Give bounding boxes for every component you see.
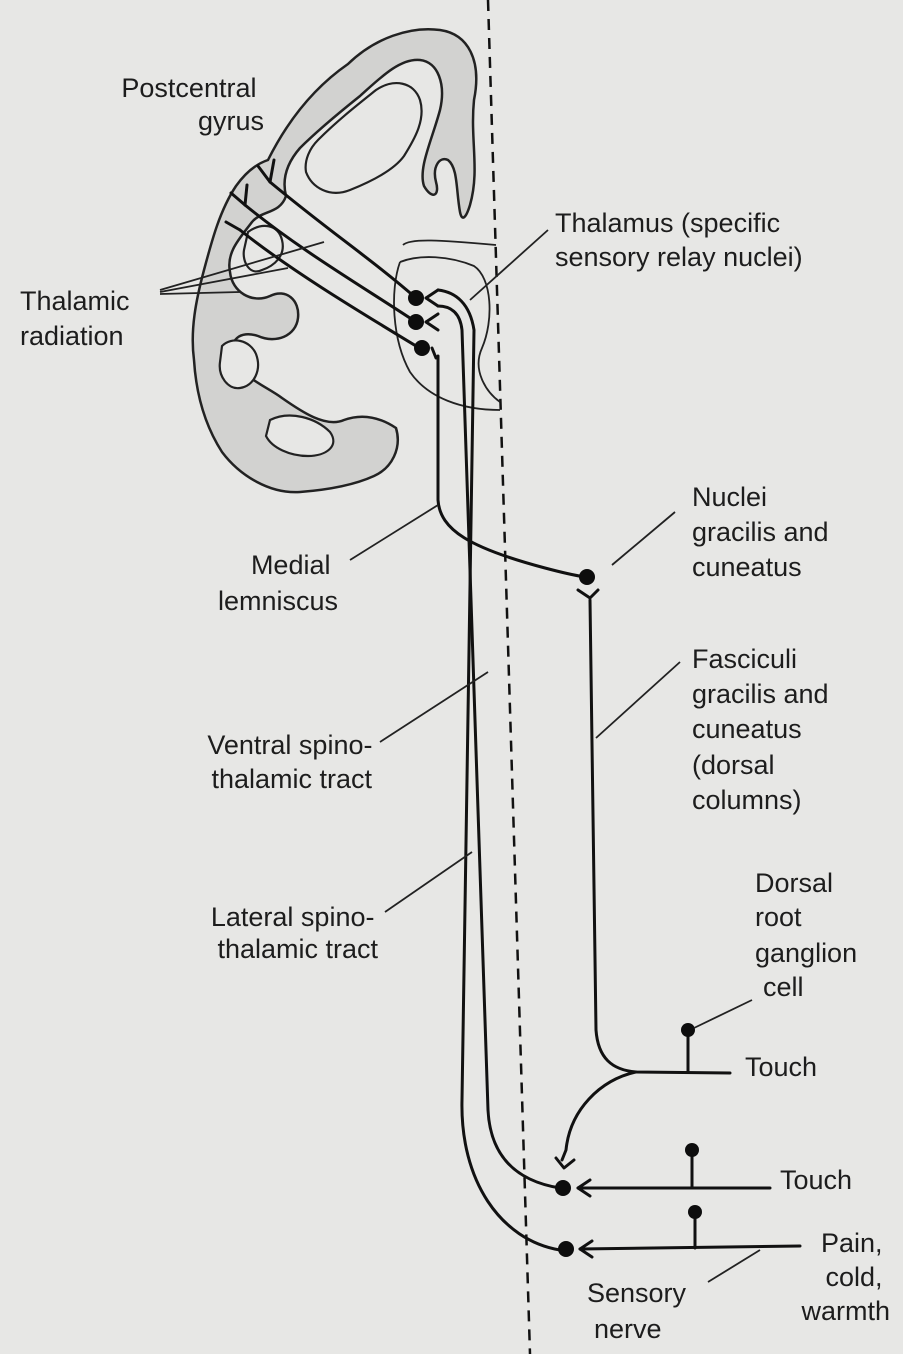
- nuclei-gracilis-synapse: [578, 590, 598, 598]
- label-ventral-spinothalamic: Ventral spino- thalamic tract: [207, 730, 380, 794]
- leader-sensory-nerve: [708, 1250, 760, 1282]
- drg-cell-3: [688, 1205, 702, 1219]
- label-pain: Pain, cold, warmth: [800, 1228, 890, 1326]
- leader-fasciculi: [596, 662, 680, 738]
- label-drg-cell: Dorsal root ganglion cell: [755, 868, 865, 1002]
- pain-nerve: [580, 1246, 800, 1249]
- drg-cell-2: [685, 1143, 699, 1157]
- leader-lateral-spinothalamic: [385, 852, 472, 912]
- label-sensory-nerve: Sensory nerve: [587, 1278, 694, 1344]
- ventral-spinothalamic-tract: [438, 306, 560, 1188]
- midline-dashed: [488, 0, 530, 1354]
- thalamic-synapse-2: [426, 314, 438, 330]
- medial-lemniscus-tract: [438, 356, 585, 577]
- thalamic-neuron-1: [408, 290, 424, 306]
- touch-collateral: [556, 1072, 636, 1168]
- label-thalamus: Thalamus (specific sensory relay nuclei): [555, 208, 803, 272]
- spinothalamic-neuron-touch: [555, 1180, 571, 1196]
- thalamic-synapse-1: [426, 290, 438, 306]
- label-nuclei-gracilis: Nuclei gracilis and cuneatus: [692, 482, 836, 582]
- label-fasciculi: Fasciculi gracilis and cuneatus (dorsal …: [692, 644, 836, 815]
- leader-drg: [694, 1000, 752, 1028]
- thalamic-neuron-3: [414, 340, 430, 356]
- lateral-spinothalamic-tract: [438, 290, 560, 1250]
- spinothalamic-neuron-pain: [558, 1241, 574, 1257]
- leader-medial-lemniscus: [350, 505, 438, 560]
- label-postcentral-gyrus: Postcentral gyrus: [121, 73, 264, 136]
- leader-ventral-spinothalamic: [380, 672, 488, 742]
- nuclei-gracilis-neuron: [579, 569, 595, 585]
- leader-nuclei-gracilis: [612, 512, 675, 565]
- thalamic-synapse-3: [432, 348, 436, 358]
- thalamic-neuron-2: [408, 314, 424, 330]
- leader-thalamic-radiation-1: [160, 242, 324, 290]
- drg-cell-1: [681, 1023, 695, 1037]
- label-lateral-spinothalamic: Lateral spino- thalamic tract: [211, 902, 382, 964]
- label-thalamic-radiation: Thalamic radiation: [20, 286, 137, 351]
- label-touch-1: Touch: [745, 1052, 817, 1082]
- label-medial-lemniscus: Medial lemniscus: [218, 550, 338, 616]
- leader-thalamus: [470, 230, 548, 300]
- label-touch-2: Touch: [780, 1165, 852, 1195]
